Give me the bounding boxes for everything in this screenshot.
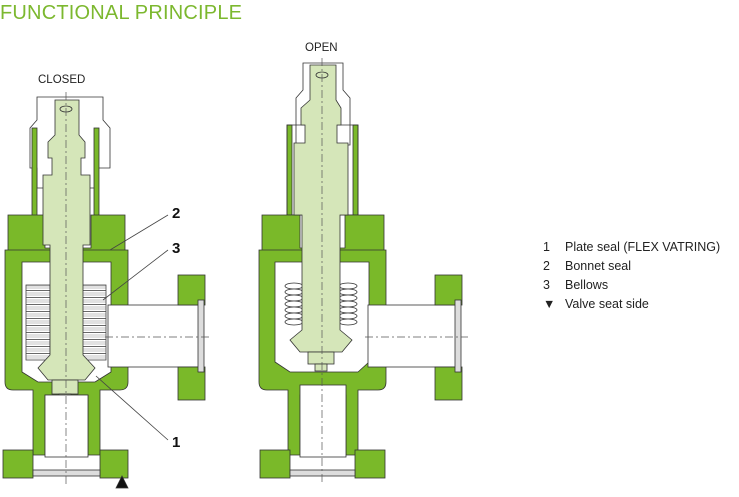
callout-3: 3: [172, 240, 181, 257]
open-lower-tube: [299, 384, 347, 458]
closed-sleeve-left: [31, 127, 38, 224]
legend-text: Bellows: [565, 277, 609, 292]
legend-item: 2 Bonnet seal: [543, 256, 720, 275]
closed-side-tube: [107, 304, 201, 368]
legend-item: 3 Bellows: [543, 275, 720, 294]
legend-text: Plate seal (FLEX VATRING): [565, 239, 721, 254]
legend: 1 Plate seal (FLEX VATRING) 2 Bonnet sea…: [543, 237, 720, 313]
legend-item: ▼ Valve seat side: [543, 294, 720, 313]
valve-seat-marker-icon: [115, 475, 129, 489]
legend-text: Valve seat side: [565, 296, 649, 311]
closed-stem-nut: [51, 379, 79, 395]
valve-seat-icon: ▼: [543, 296, 556, 311]
callout-1: 1: [172, 434, 181, 451]
legend-item: 1 Plate seal (FLEX VATRING): [543, 237, 720, 256]
legend-key: 2: [543, 258, 550, 273]
open-bottom-flange-right: [354, 449, 386, 479]
closed-bottom-flange-left: [2, 449, 34, 479]
open-bottom-seat: [289, 469, 356, 477]
closed-sleeve-right: [93, 127, 100, 224]
legend-key: 1: [543, 239, 550, 254]
callout-2: 2: [172, 205, 181, 222]
open-stem: [289, 64, 353, 353]
open-bellows-left: [284, 282, 304, 326]
open-stem-tip: [314, 363, 328, 372]
callout-line-1: [95, 375, 169, 441]
closed-lower-tube: [44, 394, 89, 458]
open-bellows-right: [338, 282, 358, 326]
closed-valve: [2, 92, 210, 489]
closed-bellows-right: [81, 284, 107, 361]
closed-bottom-seat: [32, 469, 101, 477]
open-side-flange-bottom: [434, 366, 463, 401]
legend-key: 3: [543, 277, 550, 292]
open-valve: [258, 58, 468, 485]
open-label: OPEN: [305, 42, 338, 54]
closed-label: CLOSED: [38, 74, 86, 86]
closed-bottom-flange-right: [99, 449, 129, 479]
open-side-tube: [367, 304, 461, 368]
open-bottom-flange-left: [259, 449, 291, 479]
callout-line-2: [109, 214, 169, 251]
open-stem-nut: [307, 351, 335, 365]
open-sleeve-left: [286, 124, 293, 221]
legend-text: Bonnet seal: [565, 258, 632, 273]
closed-stem: [37, 99, 96, 381]
open-sleeve-right: [352, 124, 359, 221]
callout-line-3: [102, 249, 169, 301]
page-title: FUNCTIONAL PRINCIPLE: [0, 2, 243, 24]
closed-side-seat: [197, 299, 205, 373]
closed-side-flange-bottom: [177, 366, 206, 401]
closed-bellows-left: [25, 284, 51, 361]
open-side-seat: [454, 299, 462, 373]
